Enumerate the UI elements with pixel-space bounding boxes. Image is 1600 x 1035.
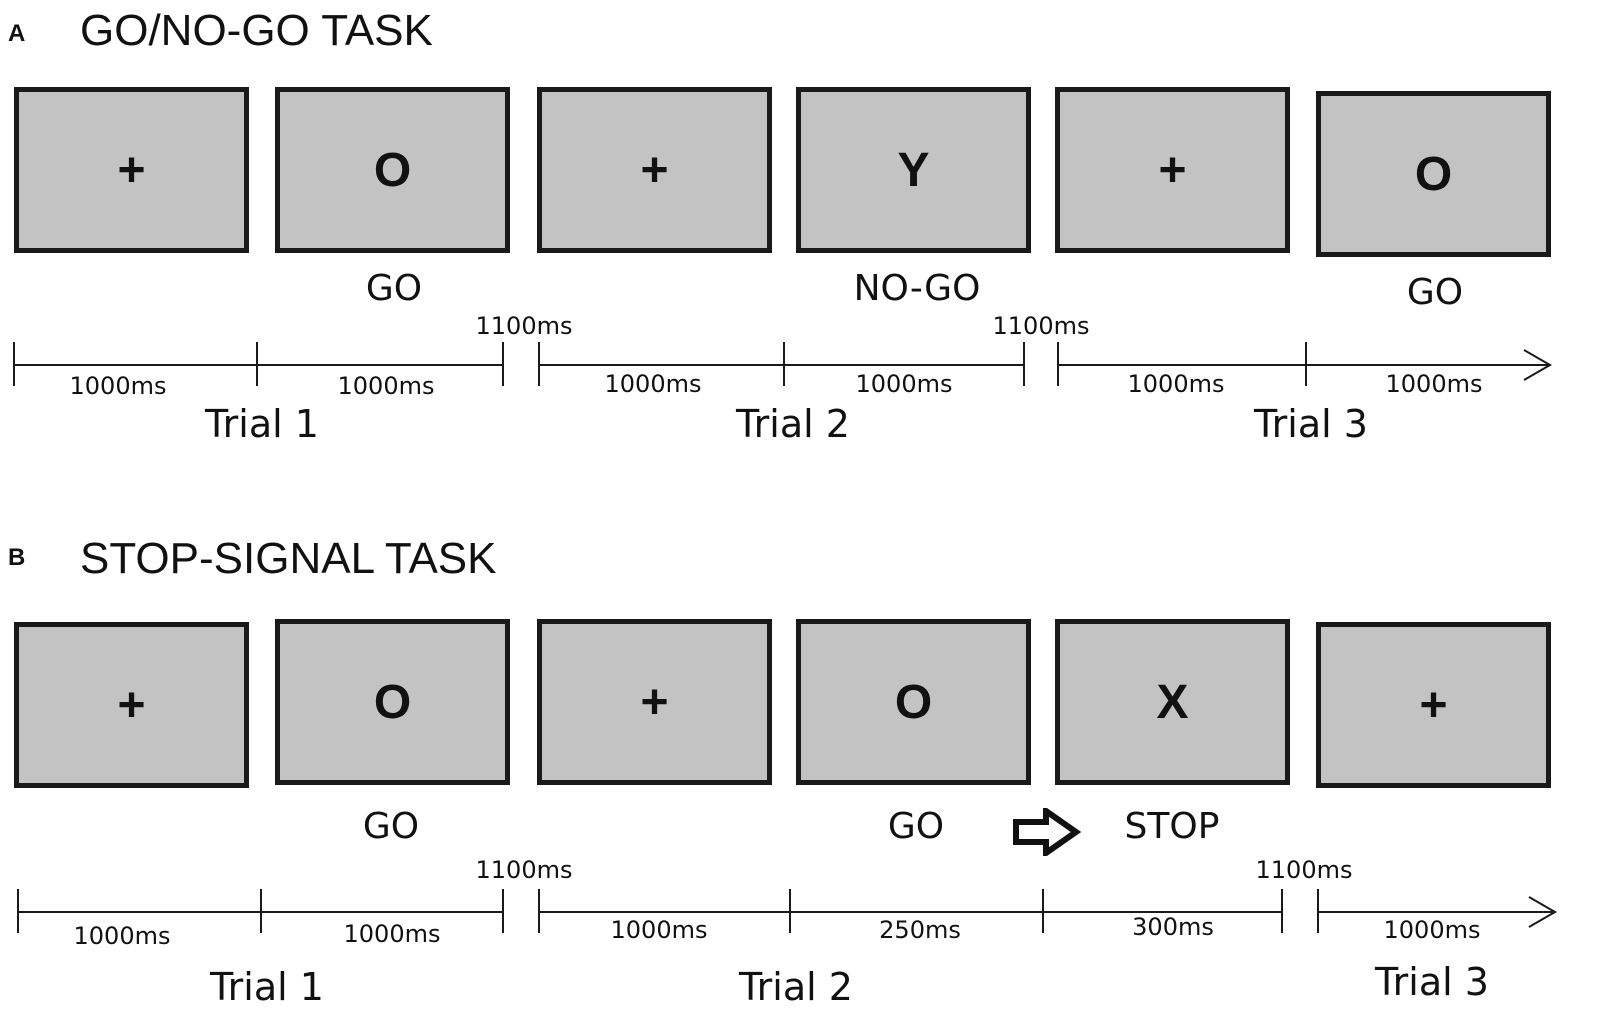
duration-a-1: 1000ms (69, 372, 167, 400)
duration-a-4: 1000ms (855, 370, 953, 398)
screen-b-4: O (796, 619, 1031, 785)
duration-b-2: 1000ms (343, 920, 441, 948)
gap-b-1: 1100ms (475, 856, 573, 884)
trial-b-1: Trial 1 (210, 965, 324, 1009)
right-arrow-outline-icon (1013, 808, 1082, 856)
screen-b-2: O (275, 619, 510, 785)
duration-a-3: 1000ms (604, 370, 702, 398)
arrowhead-icon (1528, 896, 1558, 928)
duration-b-4: 250ms (879, 916, 961, 944)
panel-a-title: GO/NO-GO TASK (80, 6, 433, 55)
duration-b-1: 1000ms (73, 922, 171, 950)
trial-a-1: Trial 1 (205, 402, 319, 446)
trial-b-2: Trial 2 (739, 965, 853, 1009)
label-a-go-1: GO (365, 268, 423, 309)
gap-b-2: 1100ms (1255, 856, 1353, 884)
screen-a-3: + (537, 87, 772, 253)
arrowhead-icon (1523, 349, 1553, 381)
trial-a-2: Trial 2 (736, 402, 850, 446)
gap-a-2: 1100ms (992, 312, 1090, 340)
screen-b-3: + (537, 619, 772, 785)
panel-b-letter: B (8, 544, 26, 571)
duration-b-3: 1000ms (610, 916, 708, 944)
screen-a-1: + (14, 87, 249, 253)
screen-a-5: + (1055, 87, 1290, 253)
screen-a-2: O (275, 87, 510, 253)
duration-b-5: 300ms (1132, 913, 1214, 941)
screen-a-4: Y (796, 87, 1031, 253)
screen-b-5: X (1055, 619, 1290, 785)
duration-a-5: 1000ms (1127, 370, 1225, 398)
duration-a-6: 1000ms (1385, 370, 1483, 398)
panel-b-title: STOP-SIGNAL TASK (80, 534, 497, 583)
label-b-go-2: GO (887, 806, 945, 847)
duration-b-6: 1000ms (1383, 916, 1481, 944)
trial-b-3: Trial 3 (1375, 960, 1489, 1004)
label-a-go-2: GO (1406, 272, 1464, 313)
gap-a-1: 1100ms (475, 312, 573, 340)
screen-b-1: + (14, 622, 249, 788)
label-b-stop: STOP (1124, 806, 1220, 847)
trial-a-3: Trial 3 (1254, 402, 1368, 446)
label-a-nogo: NO-GO (853, 268, 981, 309)
duration-a-2: 1000ms (337, 372, 435, 400)
screen-a-6: O (1316, 91, 1551, 257)
screen-b-6: + (1316, 622, 1551, 788)
label-b-go-1: GO (362, 806, 420, 847)
panel-a-letter: A (8, 20, 26, 47)
